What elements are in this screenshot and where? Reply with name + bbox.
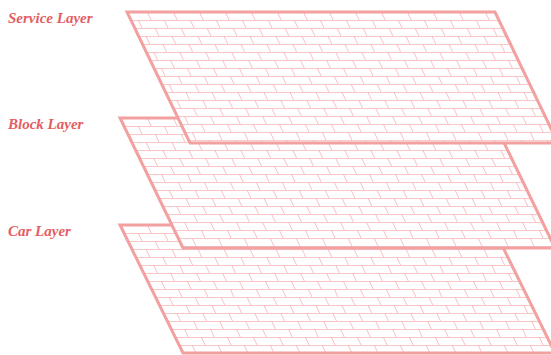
layer-outline — [120, 225, 551, 353]
layer-shape — [0, 4, 551, 151]
layer-ground — [120, 225, 551, 353]
brick-pattern — [120, 118, 551, 248]
layer-label: Service Layer — [8, 9, 93, 27]
layer-label: Car Layer — [8, 222, 71, 240]
layer-outline — [120, 118, 551, 248]
brick-pattern — [127, 12, 551, 143]
layer-outline — [127, 12, 551, 143]
layer-ground — [120, 118, 551, 248]
brick-pattern — [120, 225, 551, 353]
layer-ground — [127, 12, 551, 143]
layer-label: Block Layer — [8, 115, 83, 133]
layer-plane: Service Layer — [0, 4, 551, 151]
